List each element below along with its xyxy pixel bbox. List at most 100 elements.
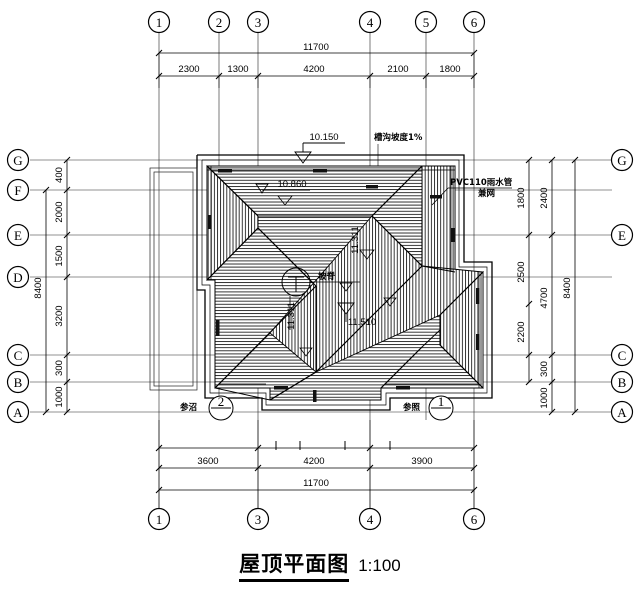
dim-bottom-3: 3900 [411,456,432,467]
grid-bubble-1-top: 1 [147,10,171,34]
elevation-marker-gutter: 10.150 [294,132,345,164]
grid-label: 1 [156,15,163,30]
dim-left-6: 1000 [54,386,65,407]
dim-left-5: 300 [54,360,65,376]
drawing-title: 屋顶平面图 [239,548,350,582]
downpipe-callout: PVC110雨水管 兼网 [431,177,513,206]
dim-left-4: 3200 [54,305,65,326]
grid-label: B [14,375,23,390]
callout-right: 1 参照 [403,394,454,421]
grid-label: E [618,228,626,243]
gutter-slope-note: 槽沟坡度1% [374,132,423,166]
callout-right-number: 1 [438,394,445,409]
dim-total-left: 8400 [33,277,44,298]
callout-left-text: 参沼 [180,402,197,413]
grid-label: 3 [255,15,262,30]
dim-total-top: 11700 [303,42,329,53]
bottom-dimension-texts: 3600 4200 3900 11700 [197,456,432,489]
dim-right-mid-3: 300 [539,361,550,377]
dim-right-inner-1: 1800 [516,187,527,208]
elevation-value-eave: 10.860 [277,179,306,190]
grid-label: F [14,183,21,198]
roof-vent-marks [208,169,480,402]
downpipe-label-line1: PVC110雨水管 [450,177,513,188]
elevation-marker-hip: 11.311 [286,296,297,330]
grid-bubble-3-top: 3 [246,10,270,34]
grid-bubble-6-bottom: 6 [462,507,486,531]
roof-center-rotated-label: 11.311 [350,226,361,254]
roof-eave-outline [196,154,493,411]
dim-left-3: 1500 [54,245,65,266]
callout-left: 2 参沼 [180,394,234,421]
grid-bubbles-left: G F E D C B A [6,148,30,424]
top-dimension-texts: 11700 2300 1300 4200 2100 1800 [178,42,460,75]
bottom-dimension-lines [155,420,478,508]
grid-label: 6 [471,15,478,30]
drawing-title-block: 屋顶平面图 1:100 [0,548,640,582]
dim-bottom-2: 4200 [303,456,324,467]
elevation-value-hip: 11.311 [286,302,297,330]
grid-bubble-3-bottom: 3 [246,507,270,531]
right-dimension-texts: 1800 2500 2200 2400 4700 300 1000 8400 [516,187,573,408]
top-dimension-lines [155,49,478,88]
roof-gutter-strips [207,166,480,388]
drawing-scale: 1:100 [358,556,401,575]
detail-label: 坡脊 [318,271,336,282]
dim-left-2: 2000 [54,201,65,222]
dim-right-inner-2: 2500 [516,261,527,282]
grid-label: 1 [156,512,163,527]
grid-bubbles-top: 1 2 3 4 5 6 [147,10,486,34]
dim-top-1: 2300 [178,64,199,75]
grid-bubble-4-bottom: 4 [358,507,382,531]
grid-bubble-B-left: B [6,370,30,394]
roof-rotated-value: 11.311 [350,226,361,254]
dim-total-right: 8400 [562,277,573,298]
grid-bubble-G-right: G [610,148,634,172]
grid-bubble-A-left: A [6,400,30,424]
grid-bubble-B-right: B [610,370,634,394]
grid-label: G [617,153,626,168]
grid-bubble-1-bottom: 1 [147,507,171,531]
grid-label: E [14,228,22,243]
grid-label: 6 [471,512,478,527]
dim-left-1: 400 [54,167,65,183]
callout-right-text: 参照 [403,402,421,413]
grid-label: 2 [216,15,223,30]
grid-label: 5 [423,15,430,30]
grid-bubbles-bottom: 1 3 4 6 [147,507,486,531]
dim-right-inner-3: 2200 [516,321,527,342]
gutter-slope-text: 槽沟坡度1% [374,132,423,143]
grid-label: 3 [255,512,262,527]
grid-label: G [13,153,22,168]
grid-bubble-C-left: C [6,343,30,367]
grid-label: 4 [367,512,374,527]
left-terrace-outline [149,167,198,391]
grid-bubble-C-right: C [610,343,634,367]
dim-bottom-1: 3600 [197,456,218,467]
elevation-value-gutter: 10.150 [309,132,338,143]
grid-label: 4 [367,15,374,30]
grid-bubbles-right: G E C B A [610,148,634,424]
grid-bubble-4-top: 4 [358,10,382,34]
grid-label: A [13,405,23,420]
elevation-value-ridge: 11.510 [348,317,376,328]
dim-total-bottom: 11700 [303,478,329,489]
callout-left-number: 2 [218,394,225,409]
left-dimension-lines [42,156,71,416]
grid-bubble-2-top: 2 [207,10,231,34]
grid-label: C [618,348,627,363]
grid-label: A [617,405,627,420]
dim-top-3: 4200 [303,64,324,75]
grid-bubble-G-left: G [6,148,30,172]
dim-top-2: 1300 [227,64,248,75]
dim-top-4: 2100 [387,64,408,75]
downpipe-label-line2: 兼网 [477,188,495,199]
dim-right-mid-1: 2400 [539,187,550,208]
right-dimension-lines [525,156,579,416]
grid-bubble-F-left: F [6,178,30,202]
dim-right-mid-2: 4700 [539,287,550,308]
dim-top-5: 1800 [439,64,460,75]
grid-label: B [618,375,627,390]
